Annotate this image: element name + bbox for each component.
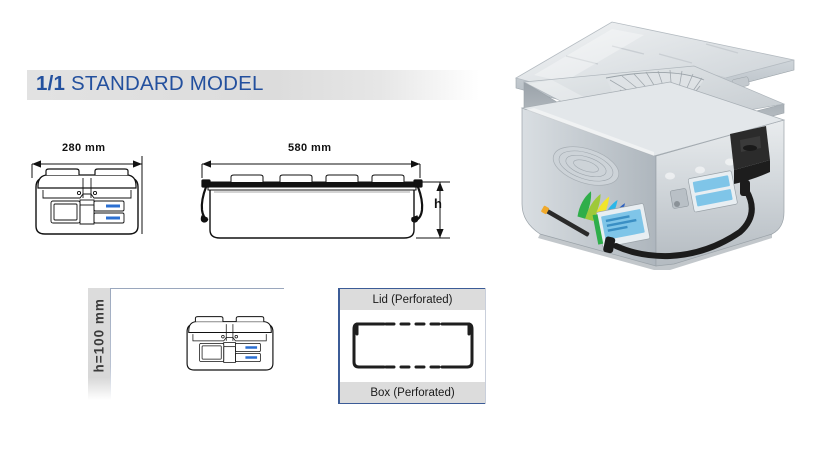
- perforation-panel: Lid (Perforated): [338, 288, 486, 404]
- sterilization-container-photo: [494, 8, 834, 280]
- front-view-drawing: 280 mm: [24, 142, 184, 252]
- height-panel-svg: [186, 316, 274, 371]
- container-latch: [730, 126, 770, 184]
- page-title-rest: STANDARD MODEL: [65, 72, 264, 95]
- height-panel-strip: [88, 288, 110, 400]
- front-view-svg: [31, 156, 143, 235]
- side-view-dimension-label: 580 mm: [288, 142, 332, 154]
- lid-perforated-label: Lid (Perforated): [340, 288, 485, 310]
- front-view-dimension-label: 280 mm: [62, 142, 106, 154]
- height-panel-divider: [110, 288, 111, 400]
- height-panel-label: h=100 mm: [91, 298, 107, 373]
- page-title-prefix: 1/1: [36, 72, 66, 95]
- container-box: [520, 81, 786, 270]
- side-view-drawing: 580 mm h: [188, 142, 456, 252]
- perforation-cross-section: [340, 310, 485, 382]
- height-panel: h=100 mm: [88, 288, 284, 400]
- side-view-height-label: h: [434, 196, 443, 211]
- container-photo-svg: [514, 21, 795, 270]
- page-title: 1/1 STANDARD MODEL: [36, 72, 264, 96]
- perforation-cross-section-svg: [352, 322, 474, 369]
- height-panel-top-rule: [88, 288, 284, 289]
- height-panel-drawing: [182, 310, 278, 380]
- side-view-svg: [200, 160, 450, 239]
- front-latch-plate: [670, 188, 689, 209]
- id-label-cards: [592, 170, 738, 248]
- title-bar: [27, 70, 479, 100]
- box-vent: [552, 146, 620, 186]
- carry-handle: [613, 187, 755, 260]
- carry-handle-mounts: [603, 180, 750, 254]
- box-perforated-label: Box (Perforated): [340, 382, 485, 404]
